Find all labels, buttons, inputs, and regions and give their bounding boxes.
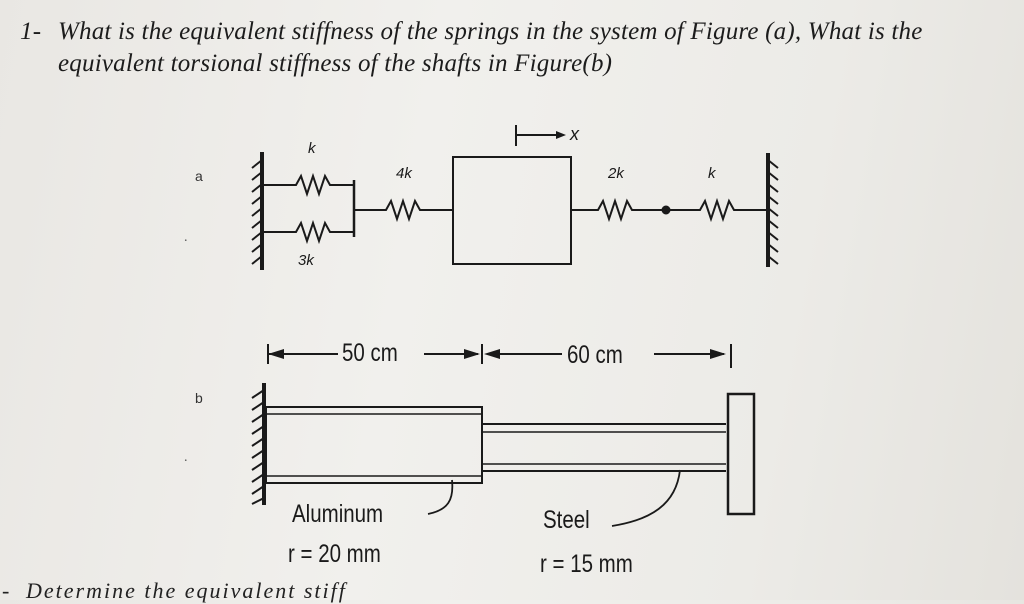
question-number: 1- xyxy=(20,18,42,45)
spring-k-top xyxy=(264,172,354,198)
aluminum-shaft xyxy=(265,406,483,484)
left-wall-b xyxy=(251,383,266,505)
spring-3k-bottom xyxy=(264,219,354,245)
aluminum-leader xyxy=(427,479,454,515)
figure-b-letter: b xyxy=(195,390,203,406)
steel-leader xyxy=(611,469,681,527)
dimension-label-aluminum: 50 cm xyxy=(342,339,398,367)
displacement-arrow xyxy=(515,125,566,146)
spring-label-3k: 3k xyxy=(298,252,314,269)
question-text-line-1: What is the equivalent stiffness of the … xyxy=(58,18,923,45)
steel-label: Steel xyxy=(543,506,590,534)
question-text-line-2: equivalent torsional stiffness of the sh… xyxy=(58,50,613,77)
end-disk xyxy=(726,392,756,516)
displacement-label: x xyxy=(570,124,579,144)
bottom-dash: - xyxy=(2,578,10,603)
spring-label-4k: 4k xyxy=(396,165,412,182)
aluminum-radius: r = 20 mm xyxy=(288,540,381,568)
steel-radius: r = 15 mm xyxy=(540,550,633,578)
spring-label-k-right: k xyxy=(708,165,716,182)
spring-label-k-top: k xyxy=(308,140,316,157)
aluminum-label: Aluminum xyxy=(292,500,384,528)
spring-4k xyxy=(354,197,453,223)
figure-a-letter: a xyxy=(195,168,203,184)
steel-shaft xyxy=(482,423,726,472)
dimension-label-steel: 60 cm xyxy=(567,341,623,369)
next-question-fragment: Determine the equivalent stiff xyxy=(26,578,347,603)
left-wall-a xyxy=(251,152,264,270)
spring-2k xyxy=(571,197,666,223)
spring-label-2k: 2k xyxy=(608,165,624,182)
spring-k-right xyxy=(666,197,768,223)
right-wall-a xyxy=(766,153,779,267)
dimension-line xyxy=(267,344,732,368)
mass-block xyxy=(452,156,572,265)
margin-mark: . xyxy=(184,230,188,245)
margin-mark: . xyxy=(184,450,188,465)
